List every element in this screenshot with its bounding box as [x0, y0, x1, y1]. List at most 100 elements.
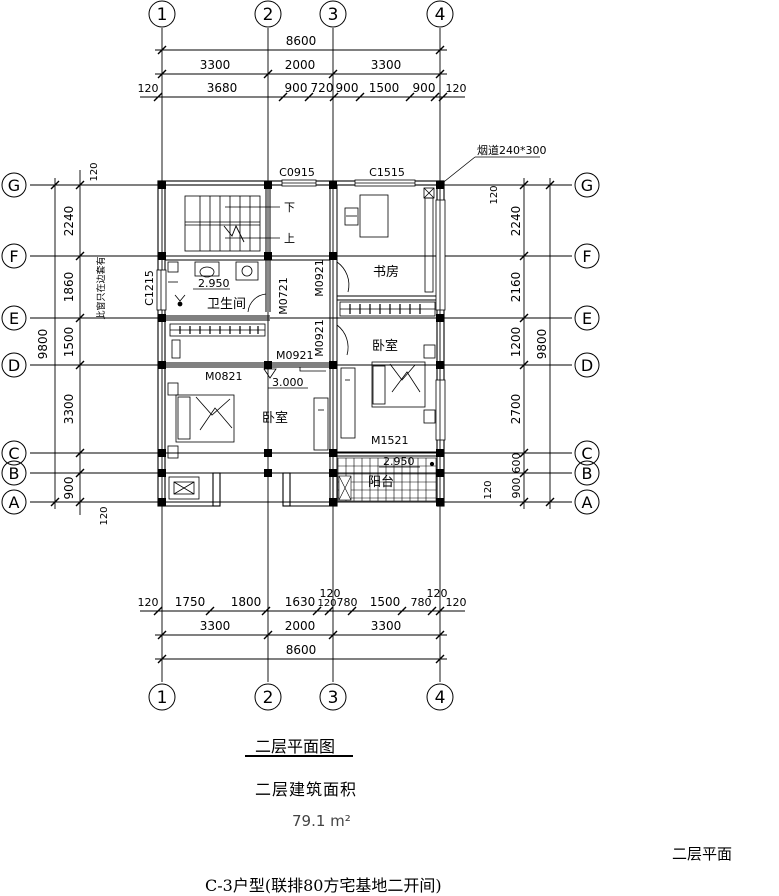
grid-label-2: 2 [263, 5, 274, 25]
drawing-title: 二层平面图 [255, 737, 336, 756]
top-dimensions: 8600 3300 2000 3300 120 3680 900 720 900… [138, 34, 467, 102]
door-label-m0721: M0721 [277, 277, 290, 315]
right-span-dim-6: 900 [510, 478, 523, 499]
top-detail-dim-6: 1500 [369, 81, 400, 95]
grid-label-1-bottom: 1 [157, 688, 168, 708]
grid-bubbles-top: 1 2 3 4 [148, 0, 454, 28]
grid-label-B-right: B [582, 464, 593, 483]
grid-bubbles-bottom: 1 2 3 4 [148, 683, 454, 711]
balcony-label: 阳台 [368, 475, 394, 490]
corner-floor-label: 二层平面 [672, 845, 733, 863]
bathroom-fixtures [167, 261, 259, 307]
bath-room-label: 卫生间 [207, 297, 246, 312]
stair [184, 195, 280, 252]
right-dimensions: 9800 2240 2160 1200 2700 600 900 120 120 [483, 178, 555, 509]
grid-bubbles-left: G F E D C B A [1, 172, 27, 515]
right-edge-dim-top: 120 [489, 185, 500, 204]
bottom-detail-dim-5: 120 [317, 598, 336, 609]
left-span-dim-3: 1500 [62, 327, 76, 358]
grid-label-E: E [9, 309, 19, 328]
bedroom-right-furniture [340, 344, 436, 439]
floor-plan-drawing: 1 2 3 4 1 2 3 4 G F E D C B A G F E D C … [1, 0, 600, 711]
window-label-c0915: C0915 [279, 166, 315, 179]
study-room-label: 书房 [373, 264, 399, 280]
bottom-overall-dim: 8600 [286, 643, 317, 657]
bottom-detail-dim-7: 1500 [370, 595, 401, 609]
grid-label-A: A [9, 493, 20, 512]
title-underline [245, 755, 353, 757]
top-bay-dim-3: 3300 [371, 58, 402, 72]
top-overall-dim: 8600 [286, 34, 317, 48]
grid-label-3-bottom: 3 [328, 688, 339, 708]
right-overall-dim: 9800 [535, 329, 549, 360]
house-type-footer: C-3户型(联排80方宅基地二开间) [205, 876, 442, 895]
bedroom-left-furniture [167, 382, 329, 459]
grid-label-C: C [8, 444, 19, 463]
left-span-dim-5: 900 [62, 477, 76, 500]
window-note: 此窗只在边套有 [95, 256, 107, 319]
bottom-dimensions: 120 120 120 1750 1800 1630 120 780 1500 … [138, 587, 467, 664]
grid-label-4-bottom: 4 [435, 688, 446, 708]
bottom-detail-dim-3: 1800 [231, 595, 262, 609]
bottom-detail-dim-8: 780 [411, 596, 432, 609]
top-detail-dim-3: 900 [285, 81, 308, 95]
window-label-c1215: C1215 [143, 270, 156, 306]
bottom-detail-dim-2: 1750 [175, 595, 206, 609]
closet-left [169, 323, 266, 359]
right-edge-dim-bottom: 120 [483, 480, 494, 499]
grid-label-F-right: F [582, 247, 591, 266]
window-label-c1515: C1515 [369, 166, 405, 179]
left-dimensions: 9800 2240 1860 1500 3300 900 120 120 [36, 162, 110, 525]
grid-label-C-right: C [581, 444, 592, 463]
left-edge-dim-bottom: 120 [99, 506, 110, 525]
bottom-bay-dim-2: 2000 [285, 619, 316, 633]
top-detail-dim-1: 120 [138, 82, 159, 95]
right-span-dim-1: 2240 [509, 206, 523, 237]
grid-label-3: 3 [328, 5, 339, 25]
grid-label-G: G [8, 176, 20, 195]
door-label-m0821: M0821 [205, 370, 243, 383]
bath-elevation: 2.950 [198, 277, 230, 290]
hall-door-triangle [263, 368, 277, 379]
bedroom-right-door-m0921 [336, 324, 349, 356]
grid-label-1: 1 [157, 5, 168, 25]
grid-label-4: 4 [435, 5, 446, 25]
grid-label-D-right: D [581, 356, 593, 375]
balcony-elevation: 2.950 [383, 455, 415, 468]
top-detail-dim-8: 120 [446, 82, 467, 95]
grid-label-E-right: E [582, 309, 592, 328]
top-bay-dim-1: 3300 [200, 58, 231, 72]
study-furniture [344, 187, 435, 293]
bottom-bay-dim-1: 3300 [200, 619, 231, 633]
bottom-detail-dim-1: 120 [138, 596, 159, 609]
top-detail-dim-7: 900 [413, 81, 436, 95]
top-detail-dim-2: 3680 [207, 81, 238, 95]
hall-elevation: 3.000 [272, 376, 304, 389]
bottom-detail-dim-4: 1630 [285, 595, 316, 609]
grid-label-G-right: G [581, 176, 593, 195]
left-span-dim-4: 3300 [62, 394, 76, 425]
right-span-dim-4: 2700 [509, 394, 523, 425]
grid-label-F: F [9, 247, 18, 266]
bedroom-left-label: 卧室 [262, 410, 288, 426]
flue-note: 烟道240*300 [477, 143, 547, 157]
left-span-dim-2: 1860 [62, 272, 76, 303]
floor-area-value: 79.1 m² [292, 812, 351, 830]
windows [156, 179, 446, 441]
bath-door-m0721 [247, 293, 267, 313]
grid-label-B: B [9, 464, 20, 483]
stair-down-label: 下 [284, 201, 295, 214]
left-overall-dim: 9800 [36, 329, 50, 360]
study-door-m0921 [336, 261, 350, 293]
door-label-m0921a: M0921 [313, 259, 326, 297]
right-span-dim-3: 1200 [509, 327, 523, 358]
top-detail-dim-5: 900 [336, 81, 359, 95]
bottom-upper-dim-2: 120 [427, 587, 448, 600]
door-label-m1521: M1521 [371, 434, 409, 447]
ac-ledge [168, 476, 200, 500]
bottom-bay-dim-3: 3300 [371, 619, 402, 633]
bedroom-right-label: 卧室 [372, 338, 398, 354]
grid-label-D: D [8, 356, 20, 375]
hall-door-m0921-leaf [299, 367, 326, 372]
bottom-upper-dim-1: 120 [320, 587, 341, 600]
